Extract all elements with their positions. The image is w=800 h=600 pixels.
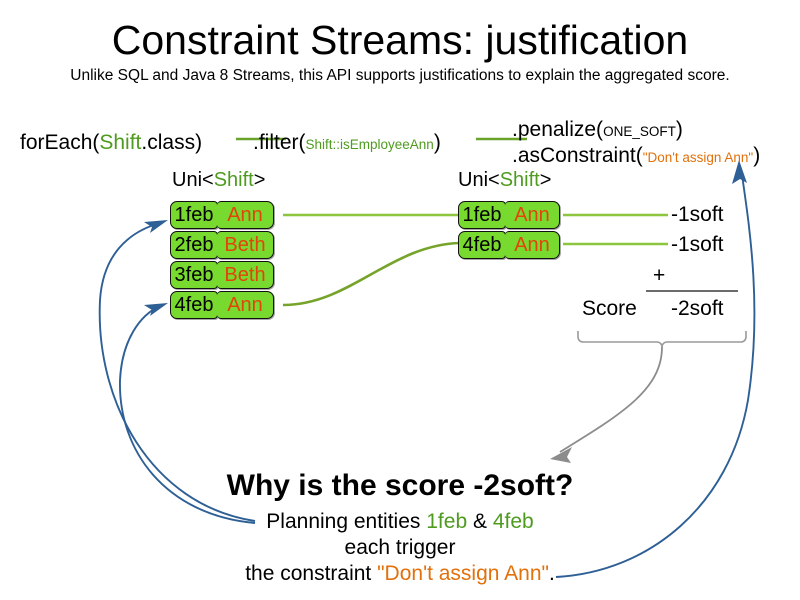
shift-date: 4feb — [458, 231, 506, 259]
explanation-line-2: each trigger — [344, 536, 456, 559]
explanation-line-1: Planning entities 1feb & 4feb — [0, 509, 800, 535]
code-foreach-tail: .class) — [141, 131, 203, 154]
code-filter: .filter(Shift::isEmployeeAnn) — [253, 130, 441, 158]
uni-label-right: Uni<Shift> — [458, 168, 551, 192]
shift-employee: Ann — [217, 201, 274, 229]
score-total: -2soft — [671, 297, 724, 320]
uni-right-type: Shift — [499, 169, 540, 191]
explanation-entity-a: 1feb — [426, 510, 468, 533]
sum-rule — [646, 290, 738, 292]
shift-row: 2feb Beth — [170, 231, 274, 259]
shift-date: 1feb — [170, 201, 218, 229]
shift-date: 4feb — [170, 291, 218, 319]
explanation-line-3-prefix: the constraint — [245, 562, 378, 585]
shift-row: 4feb Ann — [458, 231, 560, 259]
code-filter-arg-rest: ::isEmployeeAnn — [332, 137, 434, 152]
code-foreach-call: forEach( — [20, 131, 100, 154]
penalty-value-1: -1soft — [671, 203, 724, 226]
explanation-heading: Why is the score -2soft? — [226, 469, 574, 502]
shift-employee: Ann — [217, 291, 274, 319]
shift-row: 1feb Ann — [170, 201, 274, 229]
shift-date: 1feb — [458, 201, 506, 229]
explanation-amp: & — [467, 510, 493, 533]
shift-employee: Ann — [505, 231, 560, 259]
code-penalize-arg: ONE_SOFT — [603, 124, 676, 139]
shift-date: 2feb — [170, 231, 218, 259]
shift-employee: Beth — [217, 231, 274, 259]
sum-operator: + — [653, 264, 666, 287]
brace-arrow-line — [559, 346, 663, 453]
justify-arrow-head-1feb — [144, 220, 168, 233]
uni-label-left: Uni<Shift> — [172, 168, 265, 192]
uni-left-suffix: > — [253, 169, 266, 191]
shift-date: 3feb — [170, 261, 218, 289]
penalty-value-2: -1soft — [671, 233, 724, 256]
code-filter-call: .filter( — [253, 131, 306, 154]
explanation-line-1-prefix: Planning entities — [266, 510, 427, 533]
code-filter-tail: ) — [433, 131, 441, 154]
code-foreach-type: Shift — [99, 131, 142, 154]
code-filter-arg-type: Shift — [305, 137, 333, 152]
uni-left-prefix: Uni< — [172, 169, 214, 191]
code-penalize-call: .penalize( — [512, 118, 604, 141]
uni-left-type: Shift — [213, 169, 254, 191]
explanation-constraint-name: "Don't assign Ann" — [377, 562, 549, 585]
explanation-line-3: the constraint "Don't assign Ann". — [0, 561, 800, 587]
score-brace — [577, 331, 747, 348]
code-as-constraint: .asConstraint("Don't assign Ann") — [512, 143, 760, 171]
shift-employee: Beth — [217, 261, 274, 289]
uni-right-suffix: > — [539, 169, 552, 191]
justify-arrow-head-4feb — [144, 303, 168, 316]
code-penalize-tail: ) — [675, 118, 683, 141]
shift-row: 1feb Ann — [458, 201, 560, 229]
uni-right-prefix: Uni< — [458, 169, 500, 191]
shift-row: 3feb Beth — [170, 261, 274, 289]
score-label: Score — [582, 297, 637, 320]
code-as-constraint-tail: ) — [753, 144, 761, 167]
page-subtitle: Unlike SQL and Java 8 Streams, this API … — [70, 67, 730, 84]
code-as-constraint-arg: "Don't assign Ann" — [642, 150, 754, 165]
shift-row: 4feb Ann — [170, 291, 274, 319]
page-title: Constraint Streams: justification — [111, 17, 689, 63]
shift-table-right: 1feb Ann 4feb Ann — [458, 201, 560, 259]
code-foreach: forEach(Shift.class) — [20, 130, 202, 156]
shift-employee: Ann — [505, 201, 560, 229]
explanation-entity-b: 4feb — [492, 510, 534, 533]
code-penalize: .penalize(ONE_SOFT) — [512, 117, 683, 145]
explanation-line-3-suffix: . — [548, 562, 555, 585]
stream-connector-4feb — [282, 241, 461, 307]
brace-arrow-head — [550, 447, 572, 463]
shift-table-left: 1feb Ann 2feb Beth 3feb Beth 4feb Ann — [170, 201, 274, 319]
code-as-constraint-call: .asConstraint( — [512, 144, 643, 167]
